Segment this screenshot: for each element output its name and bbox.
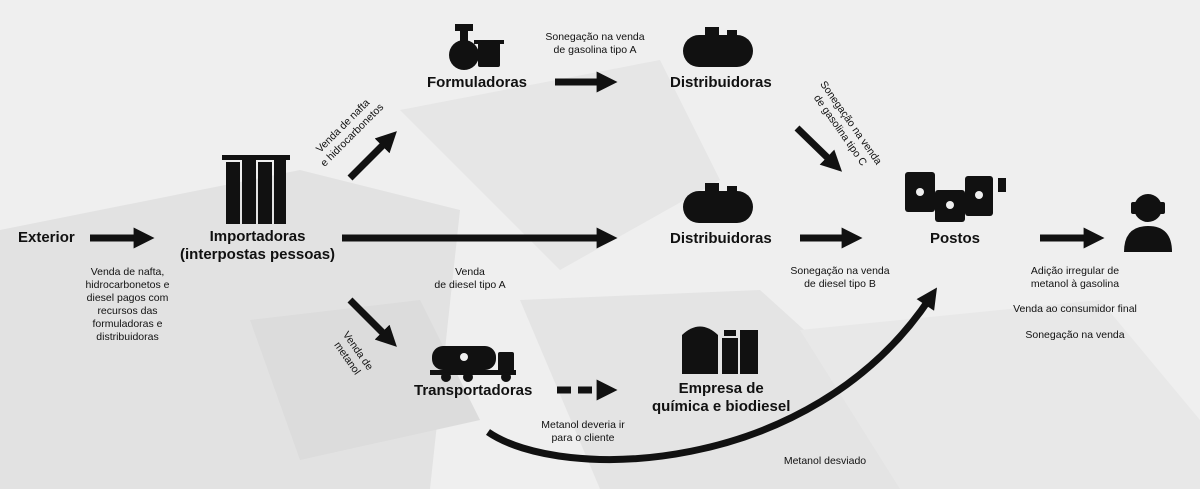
node-distribuidoras-mid: Distribuidoras bbox=[670, 230, 772, 247]
label-metanol-desviado: Metanol desviado bbox=[783, 455, 867, 467]
label-sonegacao-diesel-b: Sonegação na venda de diesel tipo B bbox=[790, 265, 890, 290]
node-exterior: Exterior bbox=[18, 229, 75, 246]
node-distribuidoras-top: Distribuidoras bbox=[670, 74, 772, 91]
label-sonegacao-venda: Sonegação na venda bbox=[1025, 329, 1125, 341]
arrow-metanol-desviado bbox=[486, 287, 937, 463]
fuel-pumps-icon bbox=[905, 172, 1006, 222]
fuel-tank-icon bbox=[683, 183, 753, 223]
fuel-tank-icon bbox=[683, 27, 753, 67]
chemical-plant-icon bbox=[682, 326, 758, 374]
label-venda-consumidor: Venda ao consumidor final bbox=[1013, 303, 1137, 315]
arrow-importadoras-formuladoras bbox=[347, 131, 397, 181]
person-icon bbox=[1124, 194, 1172, 252]
arrow-distribuidoras-postos-top bbox=[794, 125, 843, 172]
tanker-truck-icon bbox=[430, 346, 516, 382]
label-sonegacao-gasolina-a: Sonegação na venda de gasolina tipo A bbox=[545, 31, 645, 56]
lab-flask-icon bbox=[449, 24, 504, 70]
storage-tanks-icon bbox=[222, 155, 290, 224]
node-postos: Postos bbox=[930, 230, 981, 247]
label-venda-nafta-exterior: Venda de nafta, hidrocarbonetos e diesel… bbox=[85, 266, 170, 343]
node-empresa: Empresa de química e biodiesel bbox=[652, 380, 791, 415]
label-metanol-deveria: Metanol deveria ir para o cliente bbox=[541, 419, 625, 444]
node-formuladoras: Formuladoras bbox=[427, 74, 528, 91]
label-adicao-metanol: Adição irregular de metanol à gasolina bbox=[1030, 265, 1120, 290]
node-transportadoras: Transportadoras bbox=[414, 382, 533, 399]
node-importadoras: Importadoras (interpostas pessoas) bbox=[180, 228, 336, 263]
arrow-importadoras-transportadoras bbox=[347, 297, 397, 347]
label-venda-diesel-a: Venda de diesel tipo A bbox=[434, 266, 506, 291]
